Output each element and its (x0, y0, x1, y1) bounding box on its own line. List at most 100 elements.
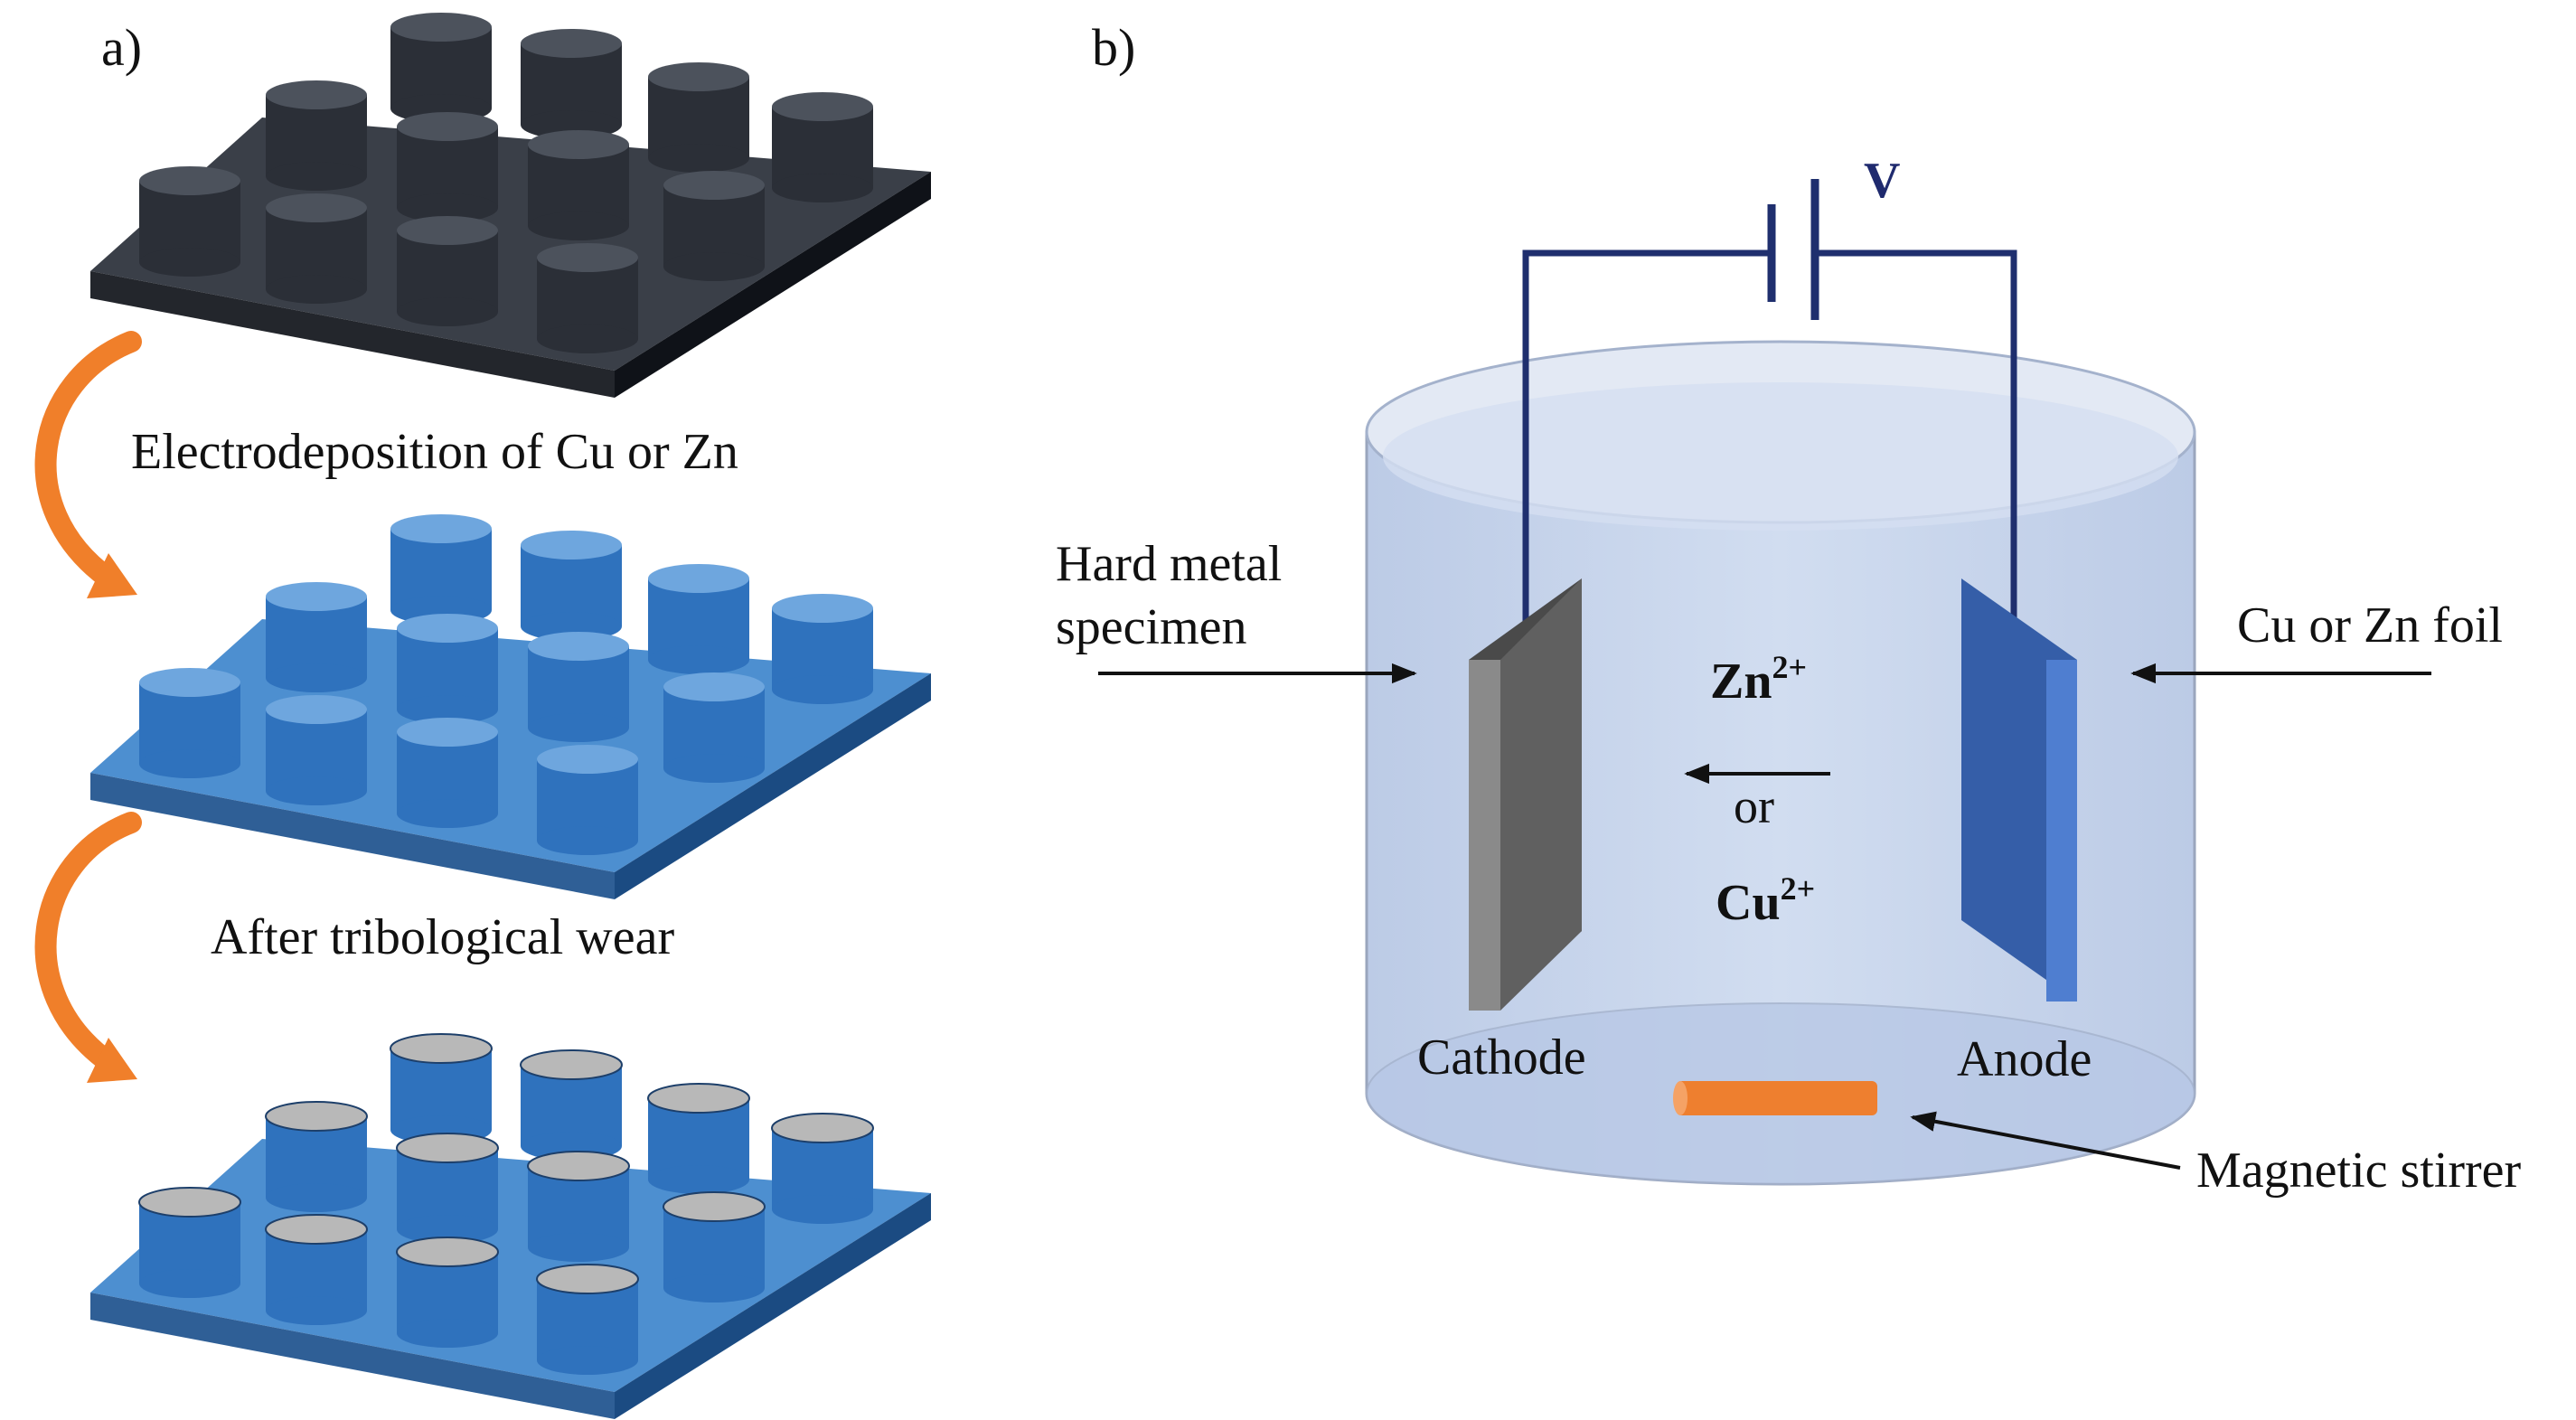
plate-edge-right-worn (615, 1193, 931, 1419)
plate-edge-front-worn (90, 1293, 615, 1419)
pillar-top (537, 745, 638, 774)
pillar-base (648, 144, 749, 173)
pillar-base (648, 1165, 749, 1194)
pillar-base (397, 297, 498, 326)
pillar-top (772, 92, 873, 121)
plate-edge-right-coated (615, 673, 931, 899)
pillar-top (663, 1191, 766, 1222)
pillar-top (397, 614, 498, 643)
pillar-top (266, 582, 367, 611)
pillar-top (396, 1133, 499, 1163)
pillar-base (139, 1269, 240, 1298)
pillar-top (521, 531, 622, 560)
pillar-base (772, 1195, 873, 1224)
pillar-top (647, 1083, 750, 1114)
stirrer-pointer-arrow (1910, 1111, 2181, 1170)
pillar-top (265, 1214, 368, 1245)
pillar-base (266, 1296, 367, 1325)
electrolyte-surface (1383, 382, 2178, 531)
ion-cu-symbol: Cu (1716, 875, 1781, 931)
panel-b-label: b) (1092, 18, 1135, 77)
pillar-top (521, 29, 622, 58)
foil-label: Cu or Zn foil (2237, 597, 2503, 654)
pillar-base (648, 645, 749, 674)
process-arrow-1 (34, 331, 142, 598)
specimen-label-line2: specimen (1056, 599, 1246, 655)
pillar-top (390, 13, 492, 42)
pillar-top (138, 1187, 241, 1218)
pillar-top (139, 166, 240, 195)
voltage-label: V (1864, 153, 1900, 209)
anode-electrode (1961, 578, 2077, 1002)
plate-edge-front-uncoated (90, 271, 615, 398)
pillar-top (536, 1264, 639, 1294)
pillar-base (528, 1233, 629, 1262)
pillar-top (139, 668, 240, 697)
ion-cu-charge: 2+ (1781, 870, 1816, 907)
pillar-base (266, 162, 367, 191)
pillar-top (528, 632, 629, 661)
pillar-top (648, 564, 749, 593)
pillar-base (397, 1215, 498, 1244)
pillar-base (266, 663, 367, 692)
ion-zn: Zn2+ (1710, 649, 1807, 710)
plate-worn (90, 1033, 931, 1419)
pillar-top (663, 171, 765, 200)
ion-cu: Cu2+ (1716, 870, 1815, 931)
pillar-top (537, 243, 638, 272)
pillar-top (528, 130, 629, 159)
pillar-top (397, 718, 498, 747)
specimen-label-line1: Hard metal (1056, 536, 1282, 592)
step-caption-electrodeposition: Electrodeposition of Cu or Zn (131, 424, 738, 480)
pillar-base (139, 749, 240, 778)
pillar-base (772, 675, 873, 704)
pillar-base (537, 1346, 638, 1375)
pillar-base (528, 713, 629, 742)
process-arrow-2 (34, 812, 142, 1083)
pillar-top (527, 1151, 630, 1181)
pillar-top (663, 672, 765, 701)
pillar-top (266, 193, 367, 222)
plate-coated (90, 514, 931, 899)
anode-label: Anode (1957, 1031, 2092, 1087)
pillar-top (397, 216, 498, 245)
panel-a-label: a) (101, 18, 142, 77)
magnetic-stirrer-bar (1673, 1081, 1877, 1115)
pillar-base (397, 1319, 498, 1348)
stirrer-label: Magnetic stirrer (2196, 1143, 2522, 1199)
ion-or: or (1734, 779, 1774, 833)
pillar-base (266, 275, 367, 304)
ion-zn-charge: 2+ (1772, 649, 1808, 685)
pillar-base (528, 212, 629, 240)
pillar-base (266, 776, 367, 805)
pillar-base (663, 252, 765, 281)
pillar-top (396, 1237, 499, 1267)
cathode-electrode (1469, 578, 1582, 1011)
battery-symbol (1767, 179, 1819, 320)
pillar-top (390, 514, 492, 543)
pillar-base (537, 324, 638, 353)
plate-edge-right-uncoated (615, 172, 931, 398)
plate-edge-front-coated (90, 773, 615, 899)
pillar-base (397, 799, 498, 828)
ion-zn-symbol: Zn (1710, 654, 1772, 710)
pillar-base (139, 248, 240, 277)
pillar-top (648, 62, 749, 91)
pillar-top (771, 1113, 874, 1143)
pillar-top (520, 1049, 623, 1080)
pillar-base (537, 826, 638, 855)
pillar-base (663, 754, 765, 783)
pillar-top (772, 594, 873, 623)
pillar-top (266, 695, 367, 724)
circuit-wire (1522, 249, 2017, 624)
pillar-base (772, 174, 873, 202)
pillar-base (266, 1183, 367, 1212)
pillar-top (265, 1101, 368, 1132)
pillar-top (266, 80, 367, 109)
pillar-base (663, 1274, 765, 1302)
pillar-base (397, 695, 498, 724)
step-caption-wear: After tribological wear (211, 909, 674, 965)
pillar-top (397, 112, 498, 141)
plate-uncoated (90, 13, 931, 398)
